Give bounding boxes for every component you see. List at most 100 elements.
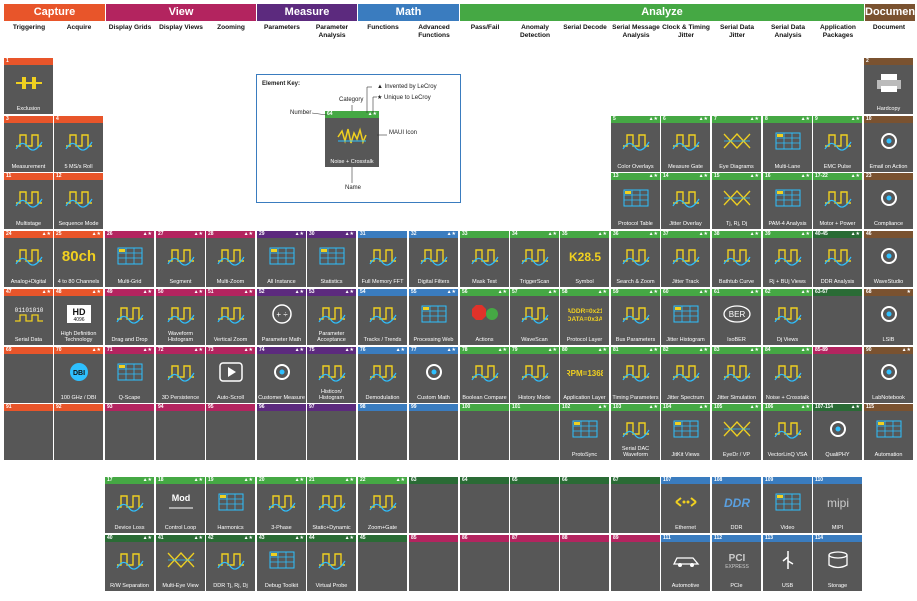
tile-number: 91 xyxy=(6,404,12,410)
tile-marks: ▲★ xyxy=(142,231,152,237)
tile-marks: ▲★ xyxy=(749,347,759,353)
tile-number: 17 xyxy=(107,477,113,483)
tile-label: Color Overlays xyxy=(617,164,654,170)
tile-timing-parameters: 81▲★Timing Parameters xyxy=(611,347,660,403)
tile-header xyxy=(864,404,913,411)
tile-label: PCIe xyxy=(730,583,743,589)
tile-label: Hardcopy xyxy=(876,106,901,112)
tile-number: 109 xyxy=(765,477,774,483)
tile-empty-99: 99 xyxy=(409,404,458,460)
tile-header xyxy=(358,289,407,296)
tile-marks: ▲★ xyxy=(749,116,759,122)
svg-text:EXPRESS: EXPRESS xyxy=(725,564,749,570)
tile-waveform-histogram: 50▲★Waveform Histogram xyxy=(156,289,205,345)
tile-label: WaveStudio xyxy=(873,279,904,285)
tile-3d-persistence: 72▲★3D Persistence xyxy=(156,347,205,403)
text80-icon: 80ch xyxy=(61,245,96,272)
tile-number: 105 xyxy=(714,404,723,410)
tile-header xyxy=(611,404,660,411)
tile-marks: ▲★ xyxy=(800,289,810,295)
tile-jitter-simulation: 83▲★Jitter Simulation xyxy=(712,347,761,403)
tile-number: 23 xyxy=(866,173,872,179)
tile-marks: ▲★ xyxy=(344,535,354,541)
tile-header xyxy=(358,477,407,484)
subcategory-label: Functions xyxy=(367,24,399,31)
ddr-icon: DDR xyxy=(720,491,754,518)
tile-header xyxy=(864,347,913,354)
tile-header xyxy=(105,535,154,542)
tile-empty-63-67: 63-67 xyxy=(813,289,862,345)
subcategory-label: Display Views xyxy=(159,24,203,31)
tile-number: 2 xyxy=(866,58,869,64)
tile-number: 68 xyxy=(866,289,872,295)
tile-number: 47 xyxy=(6,289,12,295)
wave-icon xyxy=(470,245,500,272)
wave-icon xyxy=(671,130,701,157)
tile-empty-45: 45 xyxy=(358,535,407,591)
gear-icon xyxy=(876,361,902,388)
tile-label: Motor + Power xyxy=(819,221,856,227)
tile-pam-4-analysis: 16▲★PAM-4 Analysis xyxy=(763,173,812,229)
tile-label: Q-Scape xyxy=(118,395,141,401)
tile-number: 12 xyxy=(56,173,62,179)
tile-header xyxy=(560,289,609,296)
svg-text:80ch: 80ch xyxy=(62,248,96,265)
wave-icon xyxy=(317,361,347,388)
tile-header xyxy=(763,347,812,354)
tile-label: Jitter Histogram xyxy=(666,337,705,343)
tile-header xyxy=(409,289,458,296)
tile-marks: ▲★ xyxy=(597,231,607,237)
tile-label: Symbol xyxy=(575,279,594,285)
tile-label: DDR Analysis xyxy=(820,279,855,285)
tile-marks: ▲★ xyxy=(142,535,152,541)
svg-text:DBI: DBI xyxy=(72,370,84,377)
grid-icon xyxy=(419,303,449,330)
tile-label: Search & Zoom xyxy=(616,279,655,285)
tile-header xyxy=(712,477,761,484)
tile-number: 79 xyxy=(512,347,518,353)
tile-header xyxy=(813,231,862,238)
tile-label: QualiPHY xyxy=(825,452,850,458)
tile-marks: ▲★ xyxy=(850,116,860,122)
tile-analog-digital: 24▲★Analog+Digital xyxy=(4,231,53,287)
tile-header xyxy=(4,58,53,65)
tile-number: 25 xyxy=(56,231,62,237)
tile-header xyxy=(864,289,913,296)
subcategory-label: Serial Decode xyxy=(563,24,607,31)
tile-auto-scroll: 73▲★Auto-Scroll xyxy=(206,347,255,403)
wave-icon xyxy=(368,245,398,272)
subcategory-label: Zooming xyxy=(217,24,245,31)
tile-label: Compliance xyxy=(873,221,904,227)
tile-header xyxy=(54,347,103,354)
tile-marks: ▲★ xyxy=(91,289,101,295)
tile-marks: ▲★ xyxy=(344,347,354,353)
tile-ddr-tj-rj-dj: 42▲★DDR Tj, Rj, Dj xyxy=(206,535,255,591)
disk-icon xyxy=(825,549,851,576)
tile-device-loss: 17▲★Device Loss xyxy=(105,477,154,533)
subcategory-label: Pass/Fail xyxy=(470,24,500,31)
tile-number: 6 xyxy=(663,116,666,122)
tile-label: Demodulation xyxy=(365,395,400,401)
tile-marks: ▲★ xyxy=(698,116,708,122)
tile-label: Email on Action xyxy=(869,164,908,170)
tile-label: Protocol Layer xyxy=(566,337,603,343)
tile-header xyxy=(206,231,255,238)
tile-empty-86: 86 xyxy=(460,535,509,591)
subcategory-label: Advanced Functions xyxy=(418,24,450,39)
tile-number: 32 xyxy=(411,231,417,237)
tile-number: 76 xyxy=(360,347,366,353)
tile-label: Vertical Zoom xyxy=(213,337,248,343)
tile-zoom-gate: 22▲★Zoom+Gate xyxy=(358,477,407,533)
tile-static-dynamic: 21▲★Static+Dynamic xyxy=(307,477,356,533)
tile-marks: ▲★ xyxy=(901,347,911,353)
